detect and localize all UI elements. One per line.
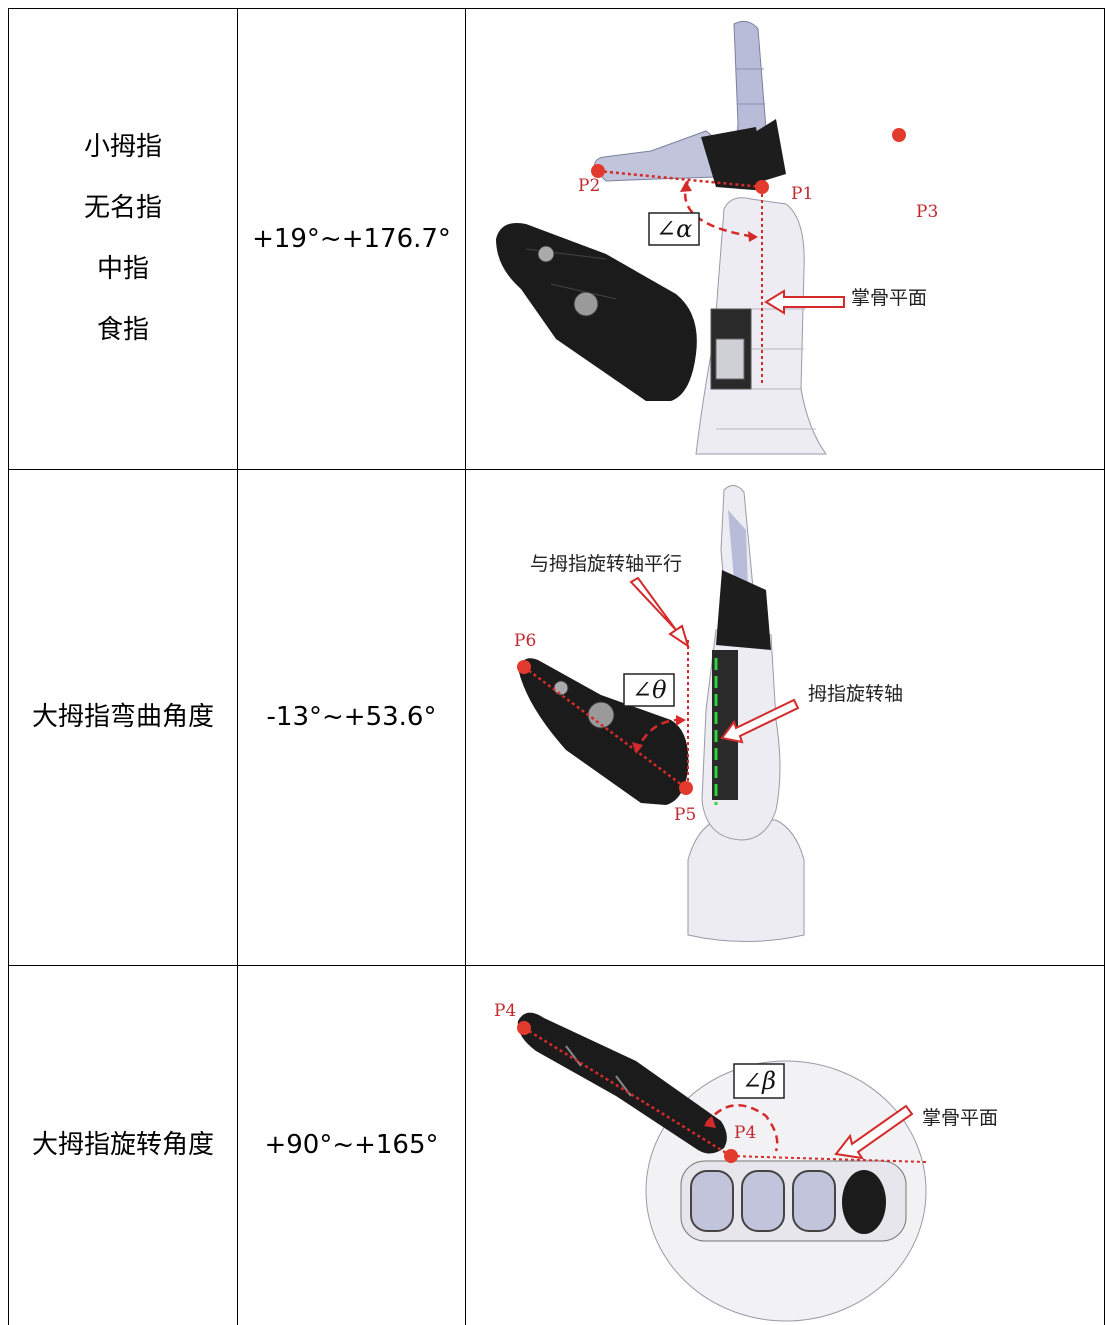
point-label: P3 xyxy=(916,202,938,222)
angle-label: ∠α xyxy=(656,215,692,243)
angle-range: +90°~+165° xyxy=(264,1130,439,1160)
joint-name: 小拇指 xyxy=(83,132,162,162)
joint-name-cell: 小拇指 无名指 中指 食指 xyxy=(9,9,237,469)
angle-range-cell: -13°~+53.6° xyxy=(238,470,465,965)
annotation-label: 掌骨平面 xyxy=(922,1107,998,1129)
angle-range: -13°~+53.6° xyxy=(266,702,437,732)
point-label: P5 xyxy=(674,805,696,825)
thumb-flexion-figure: ∠θ P6 P5 与拇指旋转轴平行 拇指旋转轴 xyxy=(466,470,1104,965)
joint-name-cell: 大拇指旋转角度 xyxy=(9,966,237,1325)
annotation-label: 拇指旋转轴 xyxy=(808,683,903,705)
joint-name-cell: 大拇指弯曲角度 xyxy=(9,470,237,965)
table-row-divider xyxy=(8,469,1105,470)
annotation-label: 与拇指旋转轴平行 xyxy=(530,553,682,575)
table-column-divider xyxy=(237,8,238,1325)
angle-range-cell: +19°~+176.7° xyxy=(238,9,465,469)
joint-name: 大拇指旋转角度 xyxy=(31,1130,214,1160)
point-label: P2 xyxy=(578,176,600,196)
joint-name: 食指 xyxy=(96,315,149,345)
angle-label: ∠β xyxy=(742,1067,776,1095)
point-label: P6 xyxy=(514,631,536,651)
angle-range-cell: +90°~+165° xyxy=(238,966,465,1325)
joint-name: 无名指 xyxy=(83,193,162,223)
angle-label: ∠θ xyxy=(632,676,667,704)
table-row-divider xyxy=(8,965,1105,966)
joint-name: 中指 xyxy=(96,254,149,284)
point-label: P4 xyxy=(734,1123,756,1143)
joint-name: 大拇指弯曲角度 xyxy=(31,702,214,732)
point-label: P1 xyxy=(791,184,813,204)
table-border-left xyxy=(8,8,9,1325)
table-border-top xyxy=(8,8,1105,9)
angle-range: +19°~+176.7° xyxy=(252,223,451,254)
table-column-divider xyxy=(465,8,466,1325)
finger-flexion-figure: ∠α P2 P1 P3 掌骨平面 xyxy=(466,9,1104,469)
point-label: P4 xyxy=(494,1001,516,1021)
thumb-rotation-figure: ∠β P4 P4 掌骨平面 xyxy=(466,966,1104,1325)
annotation-label: 掌骨平面 xyxy=(851,287,927,309)
